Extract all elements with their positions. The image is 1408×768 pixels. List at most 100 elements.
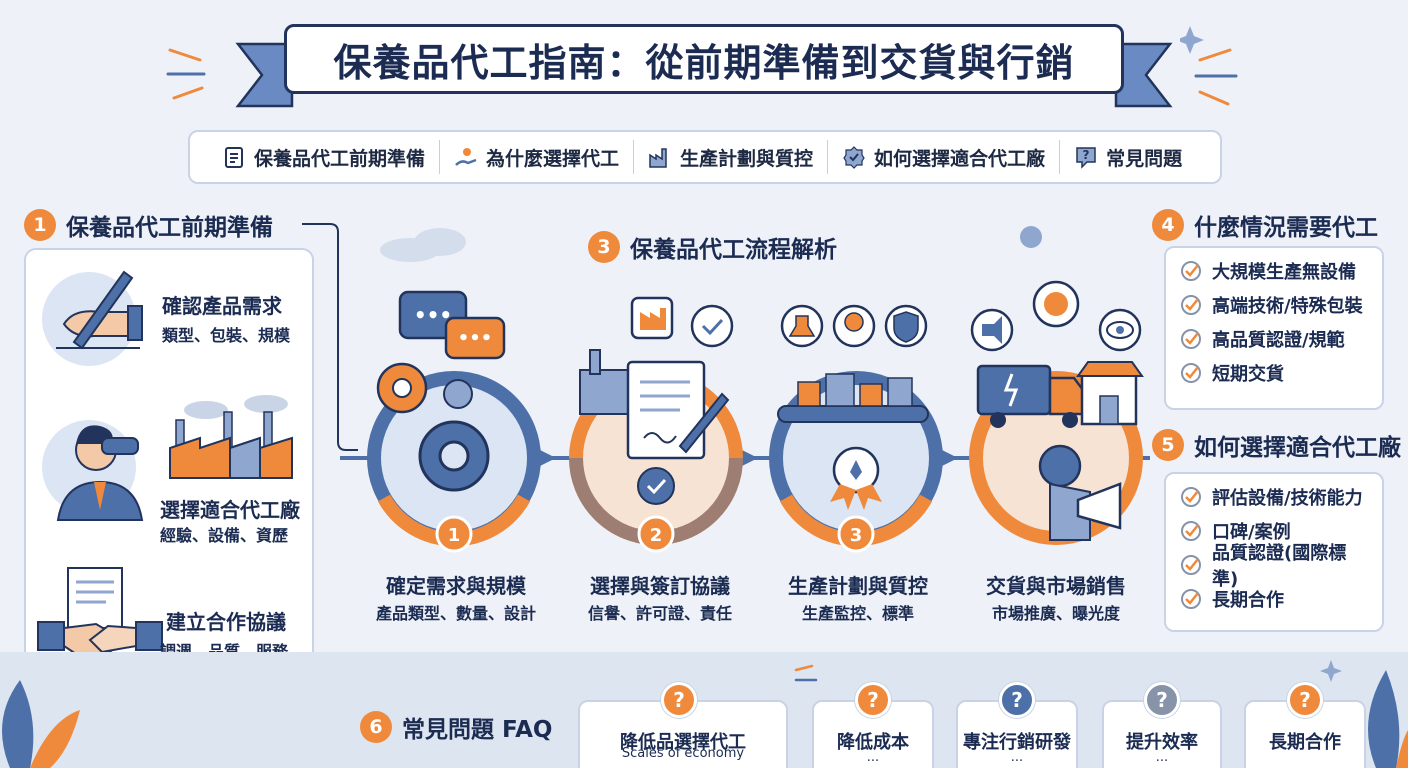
when-outsource-panel: 大規模生產無設備 高端技術/特殊包裝 高品質認證/規範 短期交貨 bbox=[1164, 246, 1384, 410]
check-circle-icon bbox=[1181, 261, 1201, 281]
checklist-item: 評估設備/技術能力 bbox=[1180, 480, 1368, 514]
top-nav: 保養品代工前期準備 為什麼選擇代工 生產計劃與質控 如何選擇適合代工廠 ? 常見… bbox=[188, 130, 1222, 184]
moon-icon bbox=[1020, 226, 1042, 248]
checklist-item: 長期合作 bbox=[1180, 582, 1368, 616]
section3-heading: 3 保養品代工流程解析 bbox=[588, 230, 837, 264]
faq-sub: Scales of economy bbox=[621, 746, 745, 761]
checklist-label: 高端技術/特殊包裝 bbox=[1212, 296, 1363, 317]
item-title: 建立合作協議 bbox=[166, 610, 286, 634]
handshake-document-icon bbox=[37, 567, 163, 660]
check-circle-icon bbox=[1181, 295, 1201, 315]
faq-question-icon: ? bbox=[855, 682, 891, 718]
section4-heading: 4 什麼情況需要代工 bbox=[1152, 208, 1378, 242]
checklist-label: 大規模生產無設備 bbox=[1212, 262, 1356, 283]
process-diagram: ••• ••• 1 2 bbox=[340, 280, 1150, 553]
checklist-item: 高品質認證/規範 bbox=[1180, 322, 1368, 356]
step-number: 3 bbox=[850, 525, 863, 546]
sparkle-lines-icon bbox=[166, 48, 206, 100]
step-title: 生產計劃與質控 bbox=[788, 574, 928, 598]
conveyor-icon bbox=[777, 405, 929, 423]
section-number: 3 bbox=[588, 231, 620, 263]
svg-text:•••: ••• bbox=[458, 328, 493, 349]
hand-pen-icon bbox=[56, 270, 143, 350]
nav-label: 如何選擇適合代工廠 bbox=[874, 147, 1046, 170]
checklist-item: 口碑/案例 bbox=[1180, 514, 1368, 548]
faq-question-icon: ? bbox=[1287, 682, 1323, 718]
checklist-label: 高品質認證/規範 bbox=[1212, 330, 1345, 351]
arrow-icon bbox=[942, 450, 958, 466]
pen-icon bbox=[678, 392, 730, 454]
step-number-badge bbox=[435, 515, 473, 553]
cloud-icon bbox=[380, 228, 466, 262]
faq-question-icon: ? bbox=[661, 682, 697, 718]
page-title: 保養品代工指南：從前期準備到交貨與行銷 bbox=[284, 24, 1124, 94]
nav-item-prep[interactable]: 保養品代工前期準備 bbox=[208, 140, 441, 174]
nav-item-faq[interactable]: ? 常見問題 bbox=[1060, 140, 1196, 174]
check-circle-icon bbox=[1181, 521, 1201, 541]
section-title: 保養品代工流程解析 bbox=[630, 237, 837, 263]
nav-label: 生產計劃與質控 bbox=[680, 147, 814, 170]
leaf-decoration-icon bbox=[1368, 670, 1408, 768]
badge-check-icon bbox=[843, 146, 865, 169]
star-sparkle-icon bbox=[1320, 660, 1342, 682]
check-circle-icon bbox=[1181, 487, 1201, 507]
step-sub: 市場推廣、曝光度 bbox=[991, 604, 1120, 623]
section-title: 保養品代工前期準備 bbox=[66, 215, 273, 241]
check-circle-icon bbox=[1181, 329, 1201, 349]
gear-tiny-icon bbox=[443, 379, 473, 409]
hand-megaphone-icon bbox=[1038, 444, 1082, 488]
person-binoculars-icon bbox=[56, 425, 144, 521]
faq-sub: ... bbox=[1155, 750, 1169, 765]
step-title: 選擇與簽訂協議 bbox=[590, 574, 730, 598]
step-sub: 產品類型、數量、設計 bbox=[375, 604, 536, 623]
step-number-badge bbox=[637, 515, 675, 553]
nav-label: 保養品代工前期準備 bbox=[254, 147, 426, 170]
item-sub: 類型、包裝、規模 bbox=[162, 326, 291, 345]
section-title: 什麼情況需要代工 bbox=[1194, 215, 1378, 241]
clipboard-icon bbox=[225, 147, 243, 168]
faq-title: 專注行銷研發 bbox=[963, 732, 1071, 753]
factory-illustration-icon bbox=[169, 395, 293, 479]
step-title: 交貨與市場銷售 bbox=[986, 574, 1126, 598]
hand-person-icon bbox=[455, 148, 477, 166]
checklist-label: 長期合作 bbox=[1212, 590, 1284, 611]
nav-label: 常見問題 bbox=[1106, 147, 1183, 170]
section-title: 如何選擇適合代工廠 bbox=[1194, 435, 1401, 461]
svg-text:?: ? bbox=[1083, 148, 1090, 162]
check-circle-icon bbox=[637, 467, 675, 505]
section-title: 常見問題 FAQ bbox=[402, 717, 553, 743]
checklist-label: 口碑/案例 bbox=[1212, 522, 1291, 543]
arrow-icon bbox=[540, 450, 556, 466]
question-icon: ? bbox=[1076, 147, 1096, 169]
item-title: 選擇適合代工廠 bbox=[160, 498, 300, 522]
checklist-item: 高端技術/特殊包裝 bbox=[1180, 288, 1368, 322]
step-number: 2 bbox=[650, 525, 663, 546]
faq-title: 降低成本 bbox=[837, 732, 909, 753]
section-number: 5 bbox=[1152, 429, 1184, 461]
connector-line bbox=[302, 223, 358, 451]
sparkle-lines-right-icon bbox=[1180, 26, 1238, 106]
step-sub: 生產監控、標準 bbox=[801, 604, 914, 623]
item-title: 確認產品需求 bbox=[162, 294, 282, 318]
step-sub: 信譽、許可證、責任 bbox=[587, 604, 732, 623]
arrow-icon bbox=[742, 450, 758, 466]
section6-heading: 6 常見問題 FAQ bbox=[360, 710, 552, 744]
section-number: 1 bbox=[24, 209, 56, 241]
section5-heading: 5 如何選擇適合代工廠 bbox=[1152, 428, 1401, 462]
nav-item-why[interactable]: 為什麼選擇代工 bbox=[440, 140, 635, 174]
step-number: 1 bbox=[448, 525, 461, 546]
chat-bubble-icon bbox=[444, 316, 506, 360]
leaf-decoration-icon bbox=[2, 680, 80, 768]
item-sub: 經驗、設備、資歷 bbox=[160, 526, 289, 545]
factory-icon bbox=[649, 148, 667, 168]
check-circle-icon bbox=[1181, 555, 1201, 575]
check-circle-icon bbox=[1181, 589, 1201, 609]
checklist-item: 大規模生產無設備 bbox=[1180, 254, 1368, 288]
sparkle-icon bbox=[794, 664, 818, 682]
checklist-item: 短期交貨 bbox=[1180, 356, 1368, 390]
nav-item-choose[interactable]: 如何選擇適合代工廠 bbox=[828, 140, 1061, 174]
faq-question-icon: ? bbox=[999, 682, 1035, 718]
nav-item-production[interactable]: 生產計劃與質控 bbox=[634, 140, 829, 174]
faq-sub: ... bbox=[1010, 750, 1024, 765]
step-number-badge bbox=[837, 515, 875, 553]
